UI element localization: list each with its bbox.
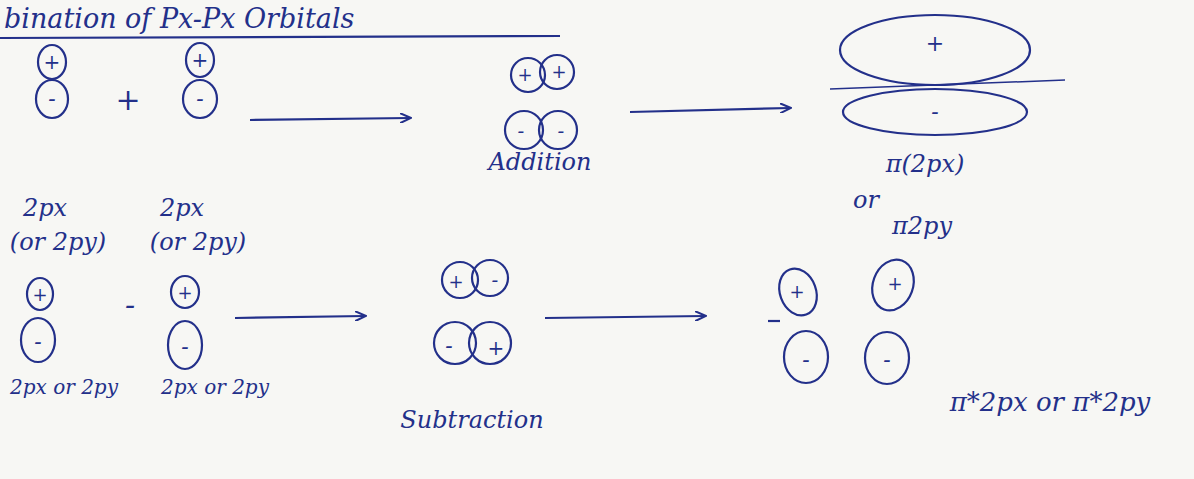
lobe-sign: - xyxy=(883,349,890,371)
orbital-name: π2py xyxy=(892,214,952,238)
orbital-lobe xyxy=(865,254,920,317)
title: bination of Px-Px Orbitals xyxy=(4,3,354,34)
orbital-lobe xyxy=(36,80,68,118)
operator-sign: + xyxy=(115,85,140,115)
reaction-arrow xyxy=(630,108,790,112)
orbital-lobe xyxy=(865,332,909,384)
orbital-lobe xyxy=(540,55,574,89)
orbital-name: or xyxy=(853,188,879,212)
step-label: Subtraction xyxy=(400,408,543,432)
orbital-name: 2px or 2py xyxy=(161,377,269,397)
orbital-lobe xyxy=(784,331,828,383)
lobe-sign: - xyxy=(802,349,809,371)
orbital-lobe xyxy=(171,276,199,308)
lobe-sign: + xyxy=(177,284,192,302)
reaction-arrow xyxy=(545,316,705,318)
step-label: Addition xyxy=(489,150,592,174)
orbital-name: π(2px) xyxy=(886,152,965,176)
orbital-lobe xyxy=(21,318,55,362)
lobe-sign: - xyxy=(931,101,938,123)
reaction-arrow xyxy=(235,316,365,318)
orbital-lobe xyxy=(168,321,202,369)
orbital-name: (or 2py) xyxy=(10,230,106,254)
lobe-sign: - xyxy=(445,335,452,357)
lobe-sign: - xyxy=(34,331,41,353)
orbital-name: 2px xyxy=(160,196,204,220)
lobe-sign: - xyxy=(48,88,55,110)
orbital-name: 2px or 2py xyxy=(10,377,118,397)
orbital-name: 2px xyxy=(23,196,67,220)
lobe-sign: - xyxy=(196,88,203,110)
nodal-mark xyxy=(768,320,780,322)
lobe-sign: + xyxy=(44,52,61,72)
lobe-sign: + xyxy=(32,286,47,304)
orbital-name: (or 2py) xyxy=(150,230,246,254)
orbital-lobe xyxy=(472,260,508,296)
lobe-sign: - xyxy=(558,121,565,141)
pi-lobe xyxy=(840,15,1030,85)
title-underline xyxy=(0,36,560,38)
lobe-sign: - xyxy=(181,336,188,358)
internuclear-axis xyxy=(830,80,1065,89)
orbital-lobe xyxy=(38,45,66,79)
lobe-sign: + xyxy=(789,283,804,301)
reaction-arrow xyxy=(250,118,410,120)
orbital-lobe xyxy=(183,80,217,118)
orbital-lobe xyxy=(773,263,823,320)
lobe-sign: + xyxy=(192,50,209,70)
orbital-name: π*2px or π*2py xyxy=(950,389,1151,415)
lobe-sign: - xyxy=(492,270,499,290)
lobe-sign: + xyxy=(887,275,902,293)
orbital-lobe xyxy=(27,278,53,310)
orbital-lobe xyxy=(505,111,543,149)
lobe-sign: + xyxy=(551,63,566,81)
pi-lobe xyxy=(843,89,1027,135)
orbital-lobe xyxy=(539,111,577,149)
orbital-lobe xyxy=(186,43,214,77)
operator-sign: - xyxy=(125,290,135,320)
lobe-sign: + xyxy=(926,33,944,55)
orbital-lobe xyxy=(469,322,511,364)
lobe-sign: + xyxy=(448,273,463,291)
lobe-sign: - xyxy=(518,121,525,141)
lobe-sign: + xyxy=(517,66,532,84)
lobe-sign: + xyxy=(488,338,505,358)
